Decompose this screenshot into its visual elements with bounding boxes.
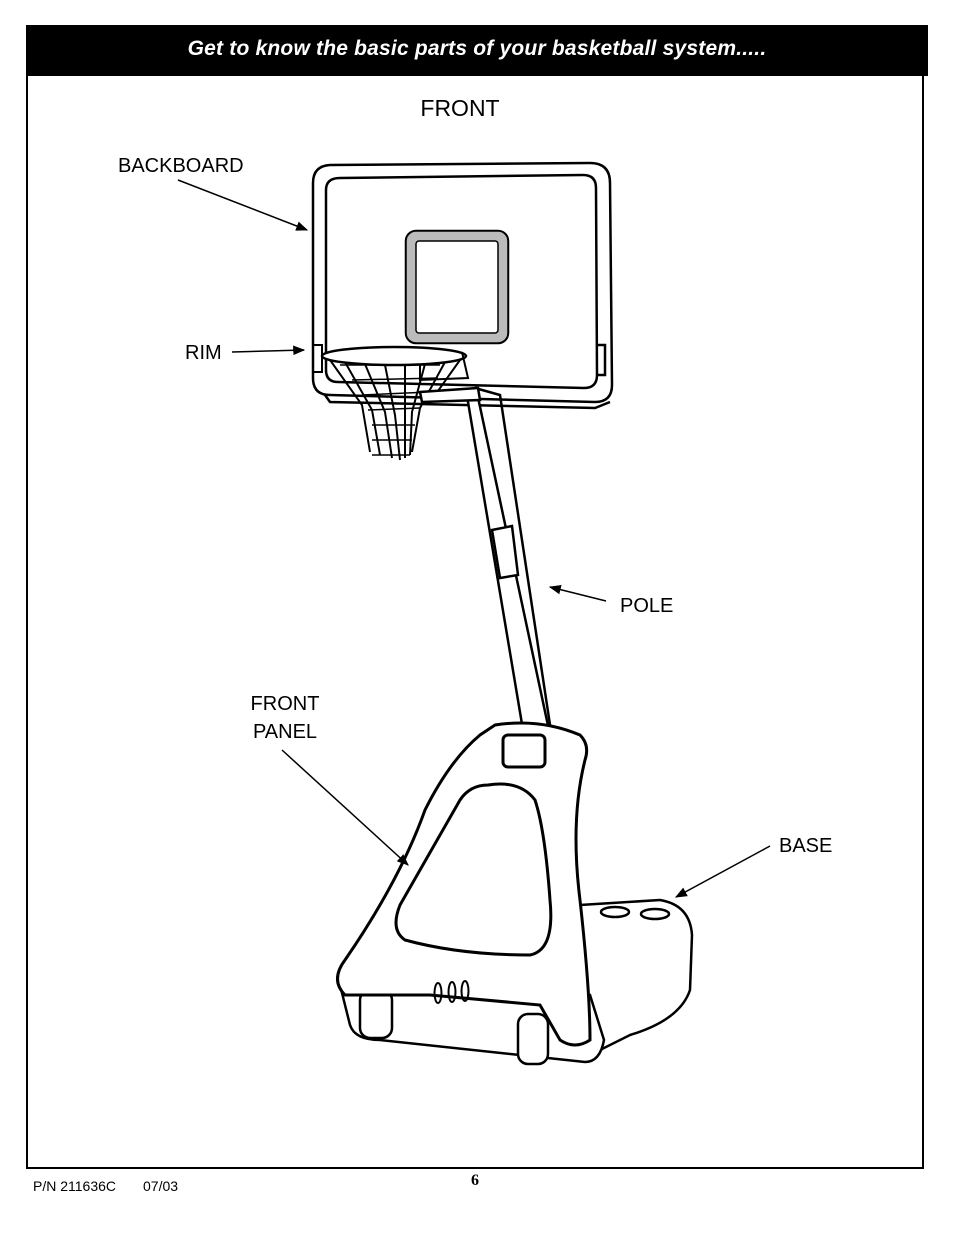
backboard-arrow [177,179,309,231]
front-panel-arrow [281,749,409,866]
front-panel-drawing [336,721,592,1047]
front-panel-label: FRONT PANEL [250,693,320,743]
rim-drawing [314,344,470,461]
pole-arrow [548,584,607,602]
header-banner: Get to know the basic parts of your bask… [26,25,928,76]
backboard-drawing [311,161,614,410]
leader-arrows [177,179,771,898]
rim-arrow [231,345,306,356]
revision-date: 07/03 [143,1178,179,1194]
view-title: FRONT [420,95,500,121]
header-title: Get to know the basic parts of your bask… [187,37,767,60]
backboard-label: BACKBOARD [118,155,244,177]
page-number: 6 [471,1172,479,1189]
base-arrow [674,845,771,898]
base-label: BASE [779,835,833,857]
part-number: P/N 211636C [33,1178,117,1194]
pole-drawing [418,386,554,744]
pole-label: POLE [620,595,674,617]
rim-label: RIM [185,342,222,364]
